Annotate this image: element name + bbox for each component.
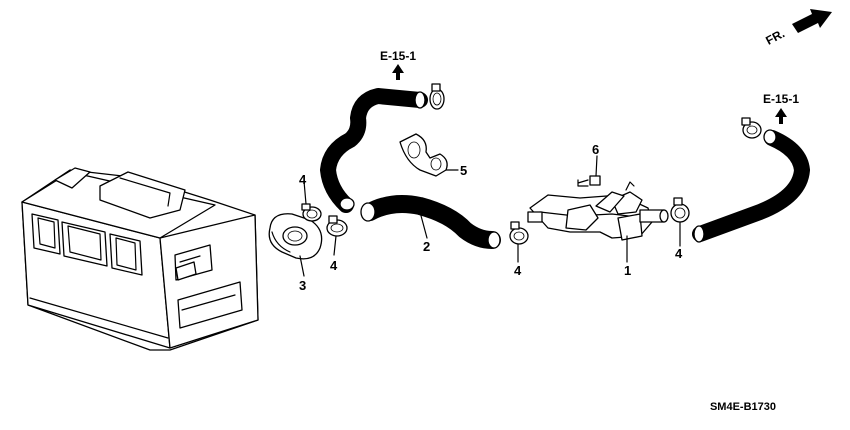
reference-arrow-top-center: E-15-1 — [380, 49, 416, 80]
front-direction-indicator: FR. — [763, 9, 832, 48]
callout-valve: 1 — [624, 263, 631, 278]
upper-hose — [320, 88, 428, 213]
right-hose — [692, 129, 810, 243]
hose-clamp-top — [429, 83, 445, 110]
clamp-holder — [399, 133, 448, 177]
callout-clamp-holder: 5 — [460, 163, 467, 178]
callout-grommet: 3 — [299, 278, 306, 293]
reference-label-top-center: E-15-1 — [380, 49, 416, 63]
grommet — [268, 213, 323, 260]
callout-clamp-right: 4 — [675, 246, 683, 261]
reference-arrow-top-right: E-15-1 — [763, 92, 799, 124]
heater-unit — [21, 167, 259, 351]
leader-lines — [299, 155, 681, 277]
hose-clamp-right — [670, 197, 690, 223]
front-direction-label: FR. — [763, 26, 787, 47]
hose-clamp-lower-left — [326, 215, 348, 237]
middle-hose — [360, 195, 501, 249]
bolt — [577, 175, 601, 187]
hose-clamp-top-right — [741, 117, 762, 139]
reference-label-top-right: E-15-1 — [763, 92, 799, 106]
callout-numbers: 1 2 3 4 4 4 4 5 6 — [299, 142, 683, 293]
hose-clamp-center — [509, 221, 529, 245]
callout-middle-hose: 2 — [423, 239, 430, 254]
diagram-code: SM4E-B1730 — [710, 401, 776, 413]
callout-clamp-lower-left: 4 — [330, 258, 338, 273]
hose-clamp-upper-left — [301, 203, 322, 222]
callout-bolt: 6 — [592, 142, 599, 157]
front-direction-arrow-icon — [792, 9, 832, 33]
heater-valve — [527, 181, 669, 241]
callout-clamp-upper-left: 4 — [299, 172, 307, 187]
callout-clamp-center: 4 — [514, 263, 522, 278]
